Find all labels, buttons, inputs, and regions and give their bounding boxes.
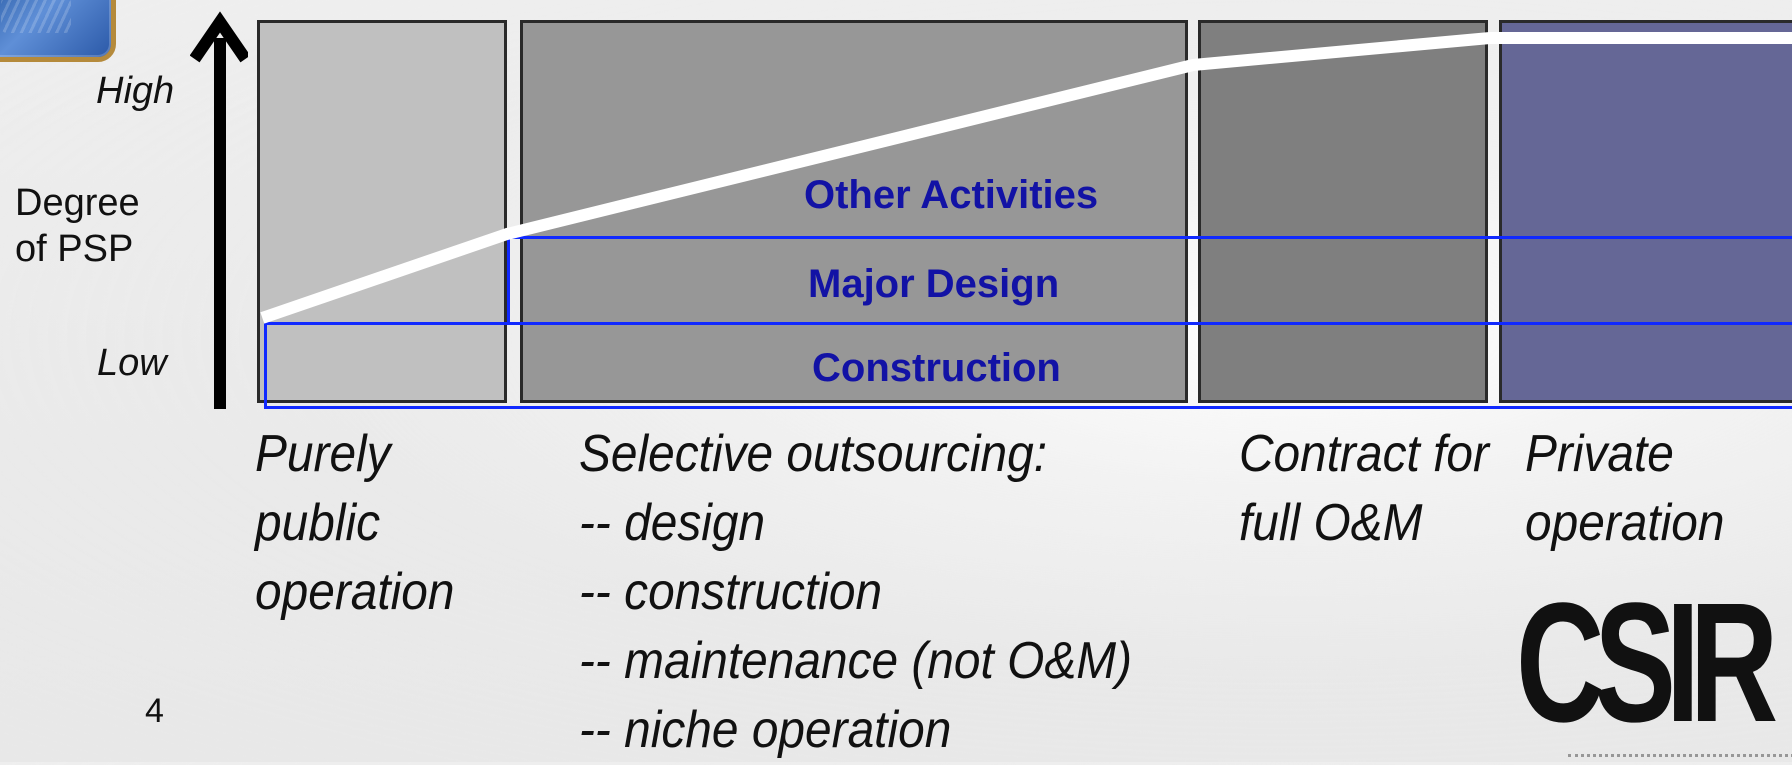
band-label-major-design: Major Design	[808, 262, 1060, 306]
csir-logo-underline	[1568, 754, 1792, 757]
column-selective-outsourcing	[520, 20, 1188, 403]
participation-trend-line	[260, 32, 1792, 324]
column-label-purely-public: Purely public operation	[255, 425, 455, 621]
page-number: 4	[145, 692, 164, 730]
column-label-selective-outsourcing: Selective outsourcing: -- design -- cons…	[579, 425, 1133, 759]
column-purely-public	[257, 20, 507, 403]
axis-arrowhead	[190, 11, 248, 63]
participation-trend-svg	[0, 0, 1792, 420]
band-label-other-activities: Other Activities	[804, 173, 1099, 217]
axis-title: Degree of PSP	[15, 182, 140, 270]
construction-band	[264, 322, 1792, 409]
axis-low-label: Low	[97, 342, 167, 384]
band-label-construction: Construction	[812, 346, 1061, 390]
column-label-private-operation: Private operation	[1525, 425, 1725, 552]
axis-high-label: High	[96, 70, 175, 112]
column-label-contract-full-om: Contract for full O&M	[1239, 425, 1489, 552]
csir-logo-wordmark: CSIR	[1516, 568, 1778, 758]
top-left-logo-tile	[0, 0, 116, 62]
column-contract-full-om	[1198, 20, 1488, 403]
vertical-axis	[190, 11, 248, 409]
column-private-operation	[1499, 20, 1792, 403]
